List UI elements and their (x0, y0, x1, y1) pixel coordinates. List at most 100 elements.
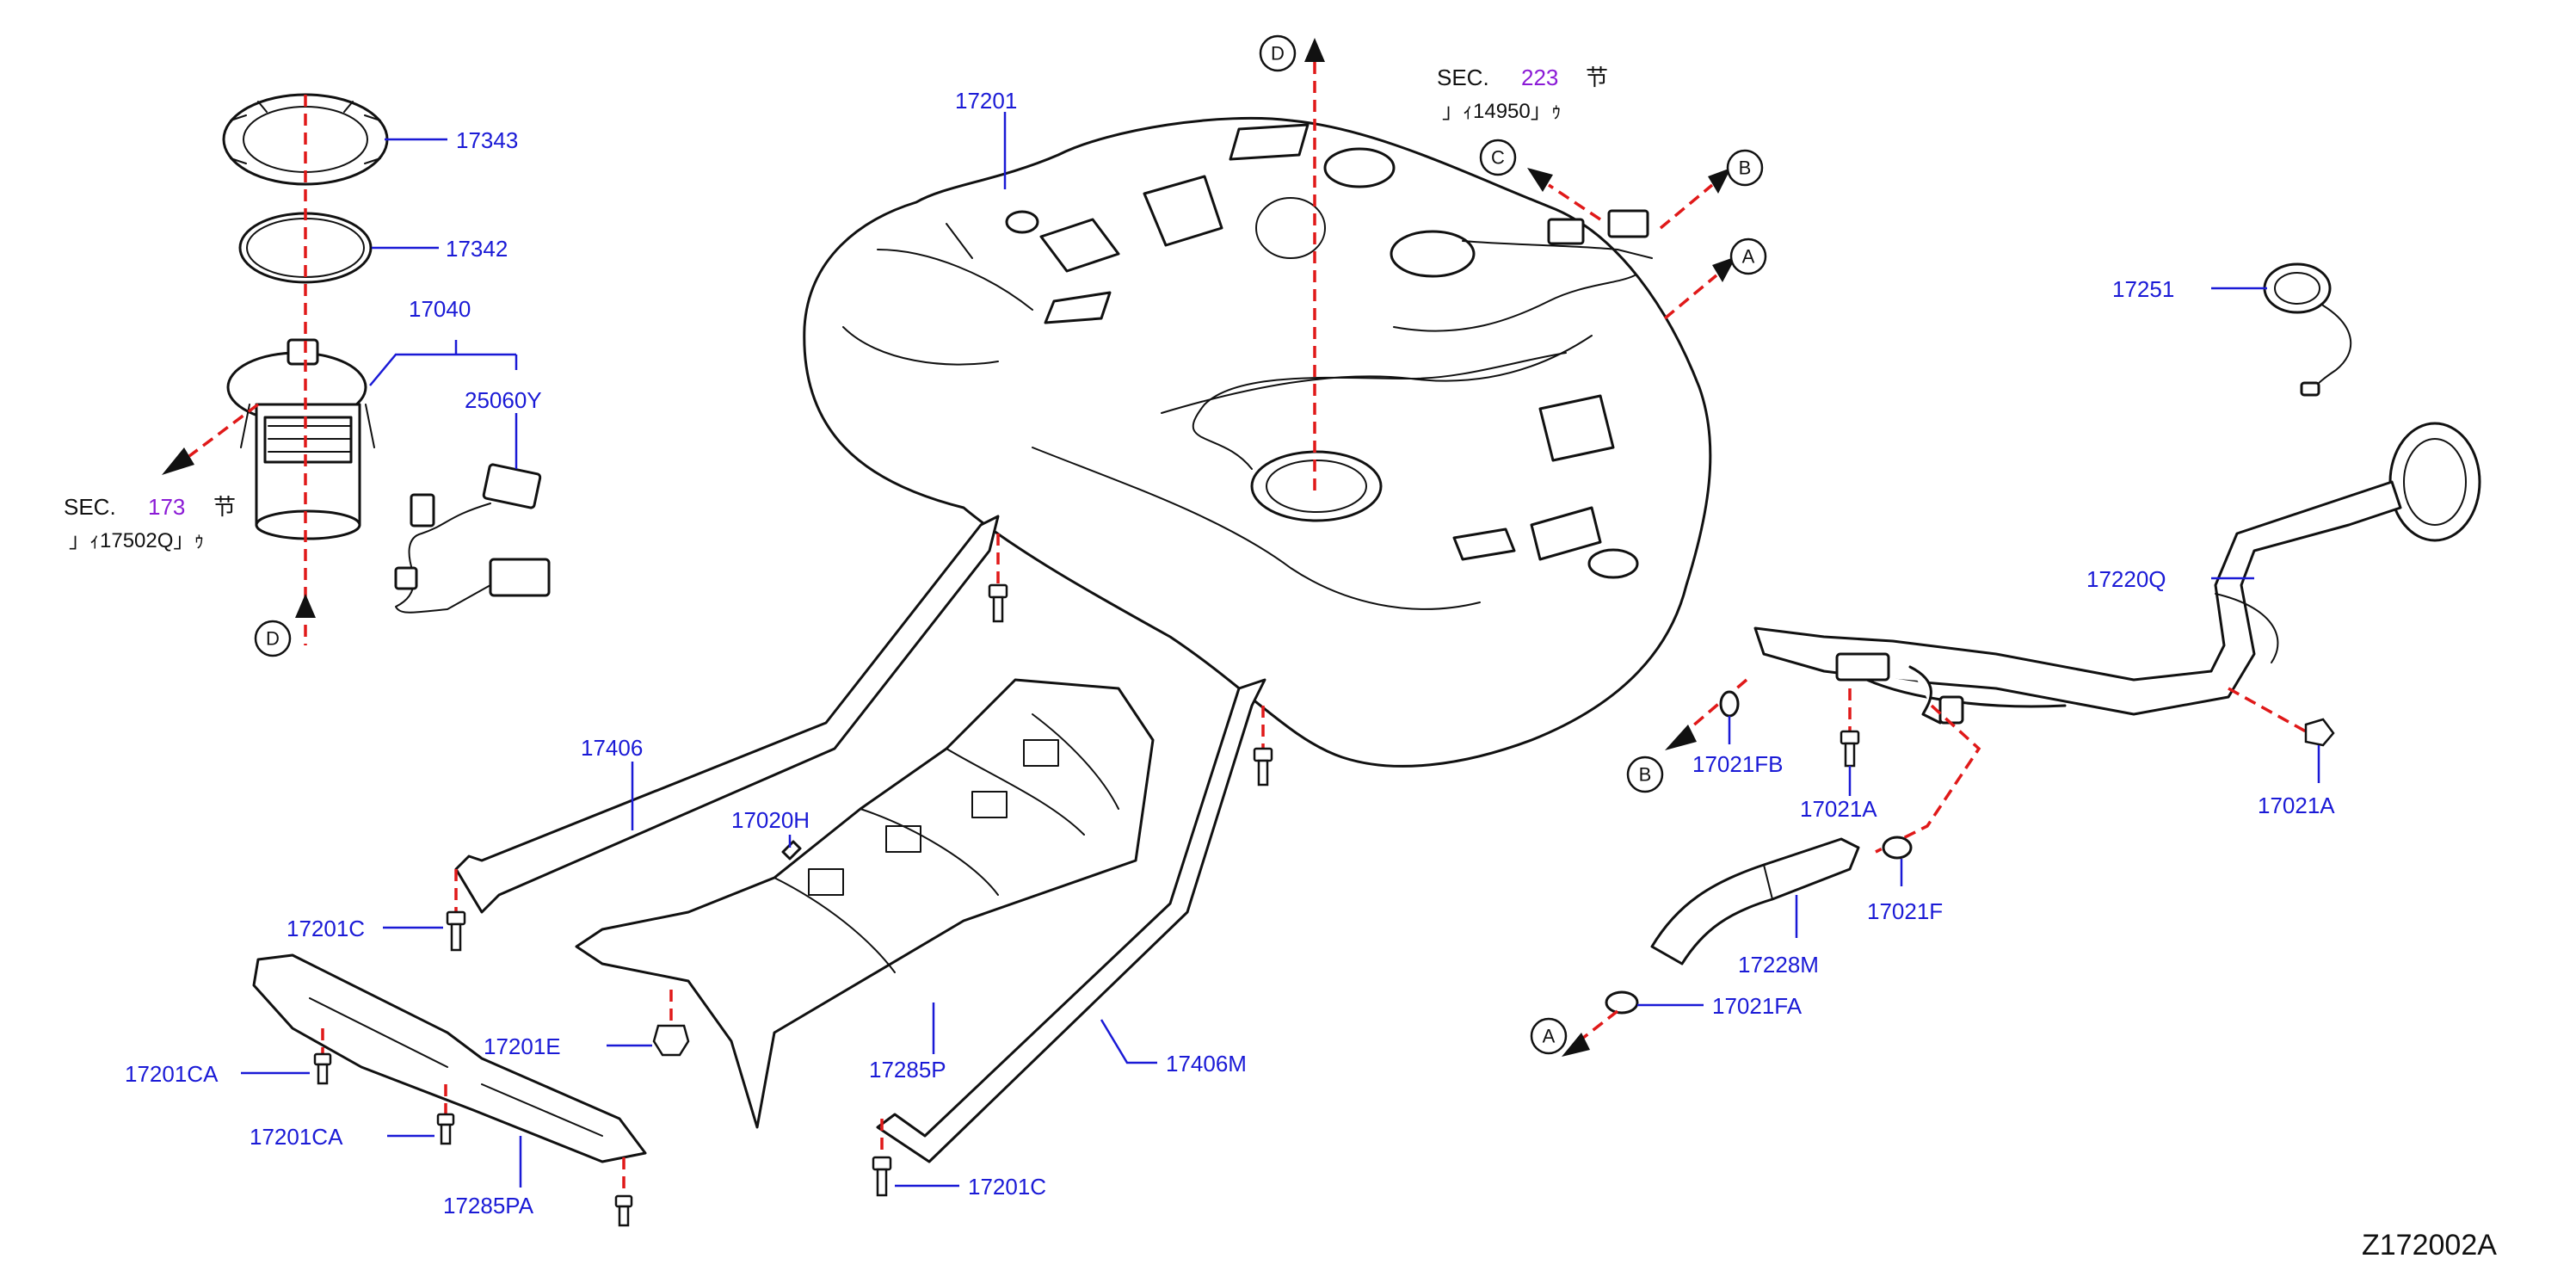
section-ref-223[interactable]: SEC. 223 节 」ｨ14950」ｩ (1437, 65, 1608, 123)
svg-text:C: C (1491, 147, 1505, 169)
svg-text:A: A (1543, 1026, 1556, 1047)
svg-text:17343: 17343 (456, 127, 518, 153)
label-17201CA-2[interactable]: 17201CA (250, 1124, 434, 1150)
svg-text:17021FA: 17021FA (1712, 993, 1803, 1019)
fuel-tank-17201 (803, 116, 1712, 768)
svg-text:B: B (1639, 764, 1652, 786)
svg-text:B: B (1739, 157, 1752, 179)
svg-text:17201E: 17201E (484, 1033, 561, 1059)
clamp-17021FA (1605, 990, 1639, 1015)
label-17201C-left[interactable]: 17201C (287, 916, 443, 941)
connector-b-top: B (1726, 149, 1764, 187)
strap-bolt-2 (1253, 747, 1273, 787)
label-17343[interactable]: 17343 (385, 127, 518, 153)
bolt-17201CA-1 (313, 1052, 332, 1085)
label-17201C-bottom[interactable]: 17201C (895, 1174, 1046, 1200)
b-top-arrow (1708, 168, 1731, 194)
label-17285PA[interactable]: 17285PA (443, 1136, 534, 1218)
d-left-arrow (295, 594, 316, 618)
connector-d-left: D (254, 620, 292, 657)
svg-text:25060Y: 25060Y (465, 387, 542, 413)
connector-a-top: A (1729, 238, 1767, 275)
d-top-arrow (1304, 38, 1325, 62)
tank-strap-17406M (876, 678, 1266, 1163)
bolt-pa-end (614, 1194, 633, 1227)
diagram-id: Z172002A (2362, 1229, 2497, 1262)
label-17021FA[interactable]: 17021FA (1637, 993, 1803, 1019)
nut-17201E (652, 1024, 690, 1057)
svg-text:223: 223 (1521, 65, 1558, 90)
svg-text:17040: 17040 (409, 296, 471, 322)
tank-to-c-line (1548, 183, 1601, 221)
connector-b-right: B (1626, 756, 1664, 793)
label-17406M[interactable]: 17406M (1100, 1019, 1247, 1077)
svg-text:173: 173 (148, 494, 185, 520)
label-17021A-right[interactable]: 17021A (2258, 745, 2335, 818)
svg-text:17201C: 17201C (287, 916, 365, 941)
label-17285P[interactable]: 17285P (869, 1002, 946, 1083)
a-bottom-arrow (1562, 1033, 1590, 1057)
fuel-pump-assembly-17040 (226, 338, 375, 540)
bolt-17021A-right (2304, 718, 2335, 747)
filler-neck-17220Q (1753, 422, 2481, 725)
label-17406[interactable]: 17406 (581, 735, 643, 830)
svg-text:SEC.: SEC. (1437, 65, 1489, 90)
svg-text:17021A: 17021A (2258, 793, 2335, 818)
fuel-hose-17228M (1650, 837, 1860, 965)
svg-text:17406M: 17406M (1166, 1051, 1247, 1077)
sec173-arrow (162, 447, 194, 475)
svg-text:D: D (1271, 43, 1285, 65)
svg-text:17201C: 17201C (968, 1174, 1046, 1200)
svg-text:17251: 17251 (2112, 276, 2174, 302)
bolt-17201CA-2 (436, 1113, 455, 1145)
connector-d-top: D (1259, 34, 1297, 72)
svg-text:17285P: 17285P (869, 1057, 946, 1083)
hose-to-a-line (1577, 1009, 1619, 1043)
tank-to-a-line (1663, 274, 1718, 320)
bolt-17021A-neck (1840, 730, 1860, 768)
label-25060Y[interactable]: 25060Y (465, 387, 542, 469)
label-17020H[interactable]: 17020H (731, 807, 810, 848)
hose-link-line (1875, 704, 1981, 854)
label-17201[interactable]: 17201 (955, 88, 1017, 189)
fuel-cap-17251 (2263, 262, 2352, 397)
svg-text:17020H: 17020H (731, 807, 810, 833)
connector-c-top: C (1479, 139, 1517, 176)
svg-text:SEC.: SEC. (64, 494, 116, 520)
label-17021A-neck[interactable]: 17021A (1800, 766, 1877, 822)
svg-text:17342: 17342 (446, 236, 508, 262)
label-17342[interactable]: 17342 (372, 236, 508, 262)
clip-17021FB (1719, 690, 1740, 718)
label-17021F[interactable]: 17021F (1867, 859, 1943, 924)
label-17021FB[interactable]: 17021FB (1692, 716, 1784, 777)
label-17251[interactable]: 17251 (2112, 276, 2267, 302)
neck-to-b-line (1685, 678, 1748, 733)
svg-text:17285PA: 17285PA (443, 1193, 534, 1218)
label-17201CA-1[interactable]: 17201CA (125, 1061, 310, 1087)
neck-bolt-line-2 (2228, 687, 2307, 733)
svg-text:17201CA: 17201CA (125, 1061, 219, 1087)
c-top-arrow (1527, 168, 1553, 192)
label-17220Q[interactable]: 17220Q (2086, 566, 2254, 592)
strap-bolt-1 (988, 583, 1008, 623)
fuel-sender-harness-25060Y (394, 463, 551, 614)
svg-text:」ｨ14950」ｩ: 」ｨ14950」ｩ (1442, 100, 1562, 123)
bolt-17201C-left (446, 910, 466, 952)
svg-text:D: D (266, 628, 280, 650)
section-ref-173[interactable]: SEC. 173 节 」ｨ17502Q」ｩ (64, 494, 236, 552)
label-17228M[interactable]: 17228M (1738, 895, 1819, 978)
label-17040[interactable]: 17040 (369, 296, 518, 386)
tank-to-b-line (1659, 183, 1714, 230)
svg-text:17021FB: 17021FB (1692, 751, 1784, 777)
svg-text:17406: 17406 (581, 735, 643, 761)
heat-shield-17285P (575, 678, 1155, 1129)
connector-a-bottom: A (1530, 1017, 1568, 1055)
svg-text:17220Q: 17220Q (2086, 566, 2166, 592)
svg-text:A: A (1742, 246, 1755, 268)
svg-text:节: 节 (213, 494, 236, 520)
svg-text:17228M: 17228M (1738, 952, 1819, 978)
svg-text:节: 节 (1586, 65, 1608, 90)
bolt-17201C-bottom (872, 1156, 892, 1197)
label-17201E[interactable]: 17201E (484, 1033, 652, 1059)
